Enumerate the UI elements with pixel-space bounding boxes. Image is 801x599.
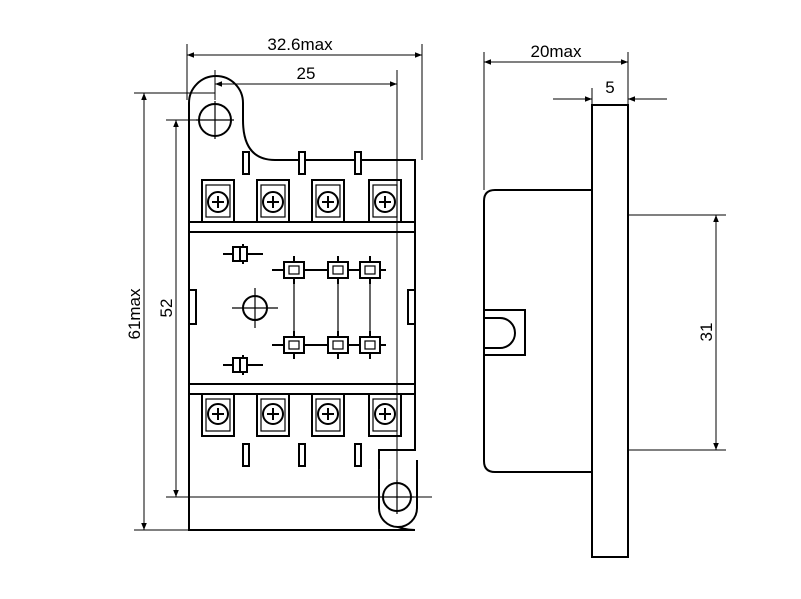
socket-lower-ear [378, 460, 418, 528]
dim-label-overall-height: 61max [125, 288, 144, 340]
terminal-screw [201, 179, 235, 223]
terminal-screw [256, 179, 290, 223]
terminal-screw [368, 179, 402, 223]
dim-label-body-height: 31 [697, 323, 716, 342]
terminal-screw [311, 393, 345, 437]
relay-pin-sockets [223, 244, 386, 375]
side-body-outline [483, 104, 629, 558]
dim-overall-width: 32.6max [186, 35, 423, 160]
dim-body-height: 31 [628, 214, 726, 451]
front-view: 32.6max 25 61max 52 [125, 35, 432, 531]
dim-hole-pitch-horizontal: 25 [214, 64, 398, 480]
dim-flange-thickness: 5 [553, 78, 667, 105]
terminal-screw [368, 393, 402, 437]
dim-label-hole-pitch-vertical: 52 [157, 299, 176, 318]
right-side-slot [407, 289, 416, 325]
terminal-screw [311, 179, 345, 223]
left-side-slot [188, 289, 197, 325]
top-terminal-row [189, 151, 415, 233]
side-view: 20max 5 31 [483, 42, 726, 558]
dim-label-hole-pitch-horizontal: 25 [297, 64, 316, 83]
dim-label-overall-width: 32.6max [267, 35, 333, 54]
dim-label-overall-depth: 20max [530, 42, 582, 61]
dim-overall-depth: 20max [483, 42, 629, 190]
bottom-terminal-row [189, 383, 415, 467]
dim-hole-pitch-vertical: 52 [157, 119, 432, 498]
terminal-screw [256, 393, 290, 437]
terminal-screw [201, 393, 235, 437]
dim-overall-height: 61max [125, 92, 395, 531]
top-mount-hole [196, 101, 234, 139]
dim-label-flange-thickness: 5 [605, 78, 614, 97]
